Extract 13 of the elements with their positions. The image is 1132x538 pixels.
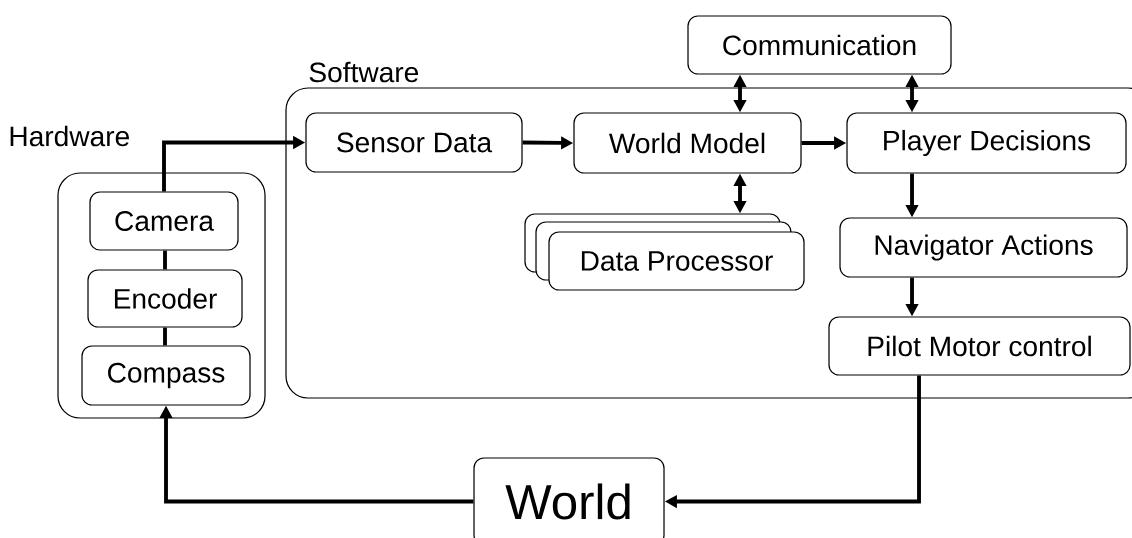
stacked-box: Data Processor [524,213,805,291]
process-box: Communication [687,15,952,75]
process-box: Pilot Motor control [828,316,1131,376]
process-box: Encoder [87,269,243,328]
process-box: World Model [573,112,802,174]
process-box: Camera [89,191,239,251]
process-box: Player Decisions [846,112,1127,174]
process-box: Navigator Actions [839,217,1128,278]
process-box: Compass [81,345,251,406]
process-box: Sensor Data [305,112,523,173]
node-label: Hardware [10,125,129,147]
node-label: Software [309,61,419,83]
process-box: World [473,457,665,538]
